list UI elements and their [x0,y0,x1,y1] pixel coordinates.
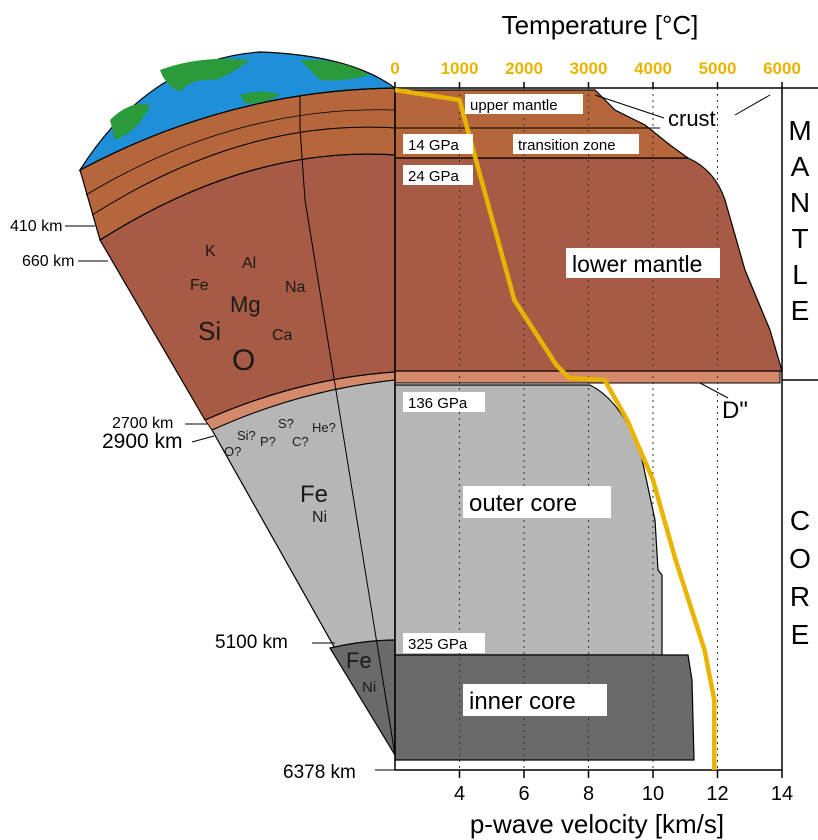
element-k: K [205,243,216,260]
velocity-tick-label: 4 [454,783,465,805]
temperature-axis-title: Temperature [°C] [502,10,699,40]
element-o: O [232,344,255,377]
temperature-tick-label: 0 [390,59,399,78]
pressure-label-14: 14 GPa [403,134,473,154]
side-letter-mantle: E [791,295,810,326]
svg-text:lower mantle: lower mantle [572,251,702,277]
velocity-axis-ticks: 4 6 8 10 12 14 [454,770,793,805]
svg-text:He?: He? [312,420,336,435]
velocity-tick-label: 14 [771,783,793,805]
depth-label-2700: 2700 km [112,415,173,432]
side-letter-core: R [790,581,810,612]
svg-text:outer core: outer core [469,490,577,517]
layer-label-outer-core: outer core [463,486,611,518]
temperature-tick-label: 6000 [763,59,801,78]
side-letter-core: C [790,505,810,536]
depth-label-410: 410 km [10,218,62,235]
element-si: Si [198,316,221,346]
profile-outer-core [394,384,663,656]
d-layer-elements: Si? S? He? O? P? C? [224,416,336,459]
velocity-tick-label: 8 [583,783,594,805]
velocity-axis-title: p-wave velocity [km/s] [470,809,724,839]
svg-text:325 GPa: 325 GPa [408,636,468,653]
svg-text:Fe: Fe [346,648,372,673]
layer-label-upper-mantle: upper mantle [465,94,583,114]
temperature-tick-label: 1000 [441,59,479,78]
svg-text:transition zone: transition zone [518,137,616,154]
element-mg: Mg [230,292,261,317]
element-ca: Ca [272,327,293,344]
svg-text:Fe: Fe [300,481,328,508]
depth-label-6378: 6378 km [283,762,356,783]
depth-label-2900: 2900 km [102,430,183,453]
temperature-tick-label: 5000 [699,59,737,78]
layer-label-transition-zone: transition zone [513,134,639,154]
svg-text:Ni: Ni [312,509,327,526]
d-double-prime-label: D" [722,397,748,424]
pressure-label-325: 325 GPa [403,633,485,653]
pressure-label-24: 24 GPa [403,165,473,185]
earth-surface-cap [78,51,397,172]
inner-core-elements: Fe Ni [346,648,376,696]
side-letter-mantle: T [791,223,808,254]
temperature-tick-label: 3000 [570,59,608,78]
outer-core-elements: Fe Ni [300,481,328,526]
side-letter-mantle: N [790,187,810,218]
element-al: Al [242,255,256,272]
side-letter-mantle: M [788,115,811,146]
temperature-curve [394,87,717,770]
element-fe: Fe [190,277,209,294]
svg-text:upper mantle: upper mantle [470,97,558,114]
layer-label-lower-mantle: lower mantle [566,248,720,278]
temperature-axis-ticks: 0 1000 2000 3000 4000 5000 6000 [390,59,801,88]
svg-text:P?: P? [260,434,276,449]
velocity-tick-label: 6 [518,783,529,805]
svg-text:136 GPa: 136 GPa [408,395,468,412]
svg-text:14 GPa: 14 GPa [408,137,460,154]
svg-text:S?: S? [278,416,294,431]
svg-text:C?: C? [292,434,309,449]
depth-label-5100: 5100 km [215,632,288,653]
layer-label-inner-core: inner core [463,684,607,716]
mantle-elements: K Al Fe Na Mg Si Ca O [190,243,306,377]
svg-text:Ni: Ni [362,679,376,696]
svg-text:24 GPa: 24 GPa [408,168,460,185]
element-na: Na [285,279,306,296]
temperature-tick-label: 2000 [505,59,543,78]
continent-land [160,58,250,92]
pressure-label-136: 136 GPa [403,392,485,412]
side-letter-mantle: A [791,151,810,182]
depth-label-660: 660 km [22,253,74,270]
side-letter-core: O [789,543,811,574]
svg-text:Si?: Si? [237,428,256,443]
side-letter-core: E [791,619,810,650]
velocity-tick-label: 12 [706,783,728,805]
svg-text:inner core: inner core [469,688,576,715]
temperature-tick-label: 4000 [634,59,672,78]
velocity-tick-label: 10 [642,783,664,805]
svg-text:O?: O? [224,444,241,459]
crust-label: crust [668,106,716,131]
side-letter-mantle: L [792,259,808,290]
